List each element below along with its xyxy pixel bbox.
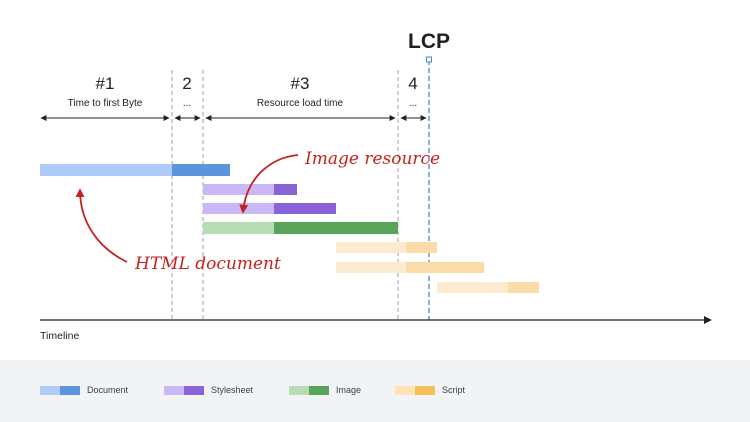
- legend-item-stylesheet: Stylesheet: [164, 383, 253, 397]
- script-swatch: [395, 385, 435, 395]
- loading-timeline-diagram: LCP #1 Time to first Byte 2 ... #3 Resou…: [40, 30, 712, 342]
- document-swatch-dark: [60, 385, 80, 395]
- stylesheet-swatch-dark: [184, 385, 204, 395]
- phase-2-number: 2: [182, 74, 191, 93]
- script-1-bar-light: [336, 242, 406, 253]
- stylesheet-1-bar-light: [203, 184, 274, 195]
- phase-4-number: 4: [408, 74, 417, 93]
- script-2-bar-light: [336, 262, 406, 273]
- legend-label-image: Image: [336, 385, 362, 395]
- phase-2-label: ...: [183, 98, 191, 109]
- phase-1-number: #1: [96, 74, 115, 93]
- document-swatch: [40, 385, 80, 395]
- image-resource-annotation: Image resource: [304, 149, 440, 169]
- document-swatch-light: [40, 385, 60, 395]
- script-swatch-dark: [415, 385, 435, 395]
- legend-item-document: Document: [40, 383, 128, 397]
- script-1-bar-dark: [406, 242, 437, 253]
- legend: [0, 360, 750, 422]
- html-document-annotation: HTML document: [134, 254, 281, 274]
- stylesheet-1-bar-dark: [274, 184, 297, 195]
- legend-label-script: Script: [442, 385, 466, 395]
- lcp-label: LCP: [408, 30, 450, 53]
- legend-label-stylesheet: Stylesheet: [211, 385, 254, 395]
- html-document-arrow: [75, 188, 128, 263]
- stylesheet-swatch-light: [164, 385, 184, 395]
- phase-1-label: Time to first Byte: [68, 98, 143, 109]
- legend-item-image: Image: [289, 383, 361, 397]
- image-bar-light: [203, 222, 274, 234]
- image-bar-dark: [274, 222, 398, 234]
- phase-3-label: Resource load time: [257, 98, 344, 109]
- script-swatch-light: [395, 385, 415, 395]
- timeline-arrowhead: [704, 316, 712, 324]
- image-swatch-dark: [309, 385, 329, 395]
- lcp-marker: [426, 56, 432, 63]
- timeline-label: Timeline: [40, 330, 79, 342]
- image-swatch-light: [289, 385, 309, 395]
- stylesheet-2-bar-dark: [274, 203, 336, 214]
- phase-4-label: ...: [409, 98, 417, 109]
- image-resource-arrow: [239, 154, 299, 214]
- script-3-bar-dark: [508, 282, 539, 293]
- legend-item-script: Script: [395, 383, 465, 397]
- document-bar-dark: [172, 164, 230, 176]
- document-bar-light: [40, 164, 172, 176]
- stylesheet-swatch: [164, 385, 204, 395]
- script-2-bar-dark: [406, 262, 484, 273]
- phase-3-number: #3: [291, 74, 310, 93]
- legend-label-document: Document: [87, 385, 129, 395]
- image-swatch: [289, 385, 329, 395]
- script-3-bar-light: [437, 282, 508, 293]
- stylesheet-2-bar-light: [203, 203, 274, 214]
